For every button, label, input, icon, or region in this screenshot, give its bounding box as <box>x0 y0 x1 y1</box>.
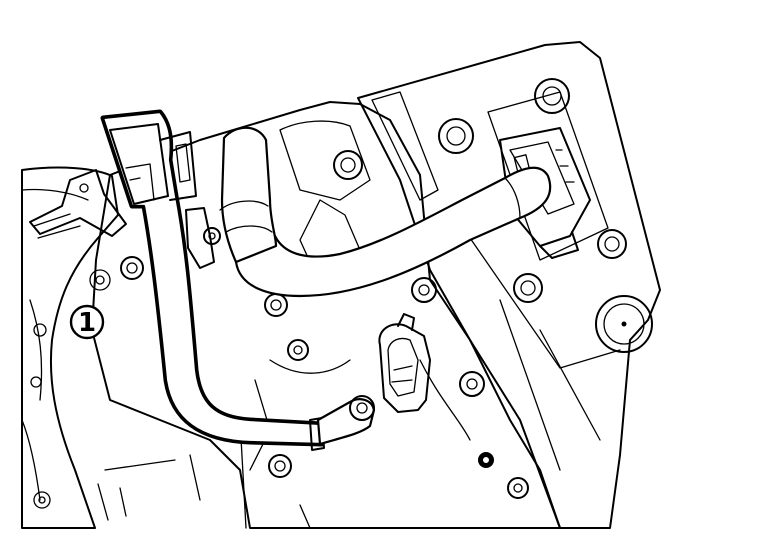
breather-hose-elbow <box>219 126 278 264</box>
valve-body-cover <box>357 41 661 529</box>
hose-clamp <box>185 207 221 269</box>
callout-1-circle <box>69 304 105 340</box>
highlighted-hose-1 <box>100 109 325 451</box>
sensor-connector <box>378 313 431 413</box>
harness-bracket <box>29 169 127 239</box>
callout-1-label: 1 <box>78 308 96 338</box>
engine-block <box>91 101 561 529</box>
breather-hose-upper <box>234 166 552 298</box>
callout-1: 1 <box>69 304 105 340</box>
transaxle-housing <box>21 166 127 529</box>
hose-fitting-lower <box>316 395 376 446</box>
